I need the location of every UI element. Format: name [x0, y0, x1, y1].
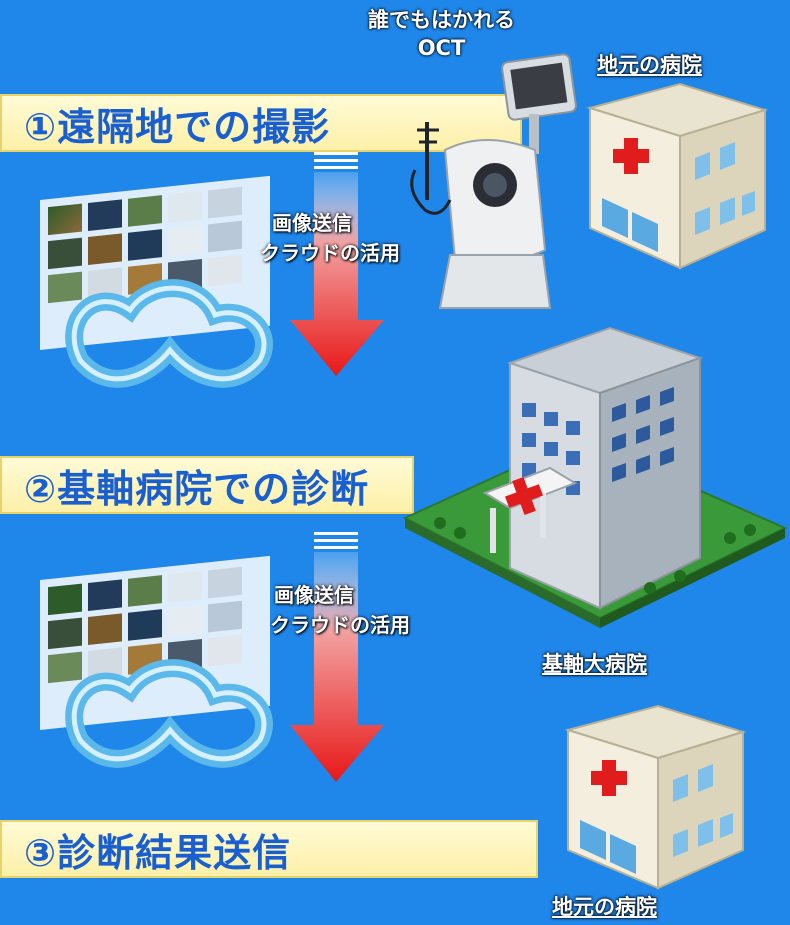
transfer-label-2: 画像送信 クラウドの活用	[270, 580, 410, 640]
transfer-arrow-2	[290, 532, 384, 782]
local-hospital-top-label: 地元の病院	[597, 53, 702, 77]
local-hospital-top-icon	[586, 82, 769, 270]
core-hospital-label: 基軸大病院	[542, 652, 647, 676]
oct-caption-line2: OCT	[417, 36, 466, 60]
step-send-results: ③診断結果送信	[0, 820, 538, 878]
cloud-image-collage-2	[40, 555, 273, 768]
local-hospital-bottom-icon	[564, 704, 747, 890]
transfer-label-1-line1: 画像送信	[272, 211, 352, 235]
step-remote-capture-label: ①遠隔地での撮影	[24, 104, 331, 149]
step-send-results-label: ③診断結果送信	[24, 830, 292, 875]
oct-caption: 誰でもはかれる OCT	[368, 6, 515, 62]
transfer-label-2-line1: 画像送信	[274, 583, 354, 607]
oct-device-icon	[410, 53, 577, 309]
transfer-label-1: 画像送信 クラウドの活用	[260, 208, 400, 268]
step-core-diagnosis-label: ②基軸病院での診断	[24, 466, 370, 511]
transfer-label-2-line2: クラウドの活用	[270, 613, 410, 637]
transfer-arrow-1	[290, 152, 384, 376]
oct-caption-line1: 誰でもはかれる	[368, 8, 515, 32]
step-core-diagnosis: ②基軸病院での診断	[0, 456, 414, 514]
local-hospital-bottom-label: 地元の病院	[552, 895, 657, 919]
transfer-label-1-line2: クラウドの活用	[260, 241, 400, 265]
cloud-image-collage-1	[40, 175, 273, 388]
core-hospital-icon	[402, 326, 788, 628]
